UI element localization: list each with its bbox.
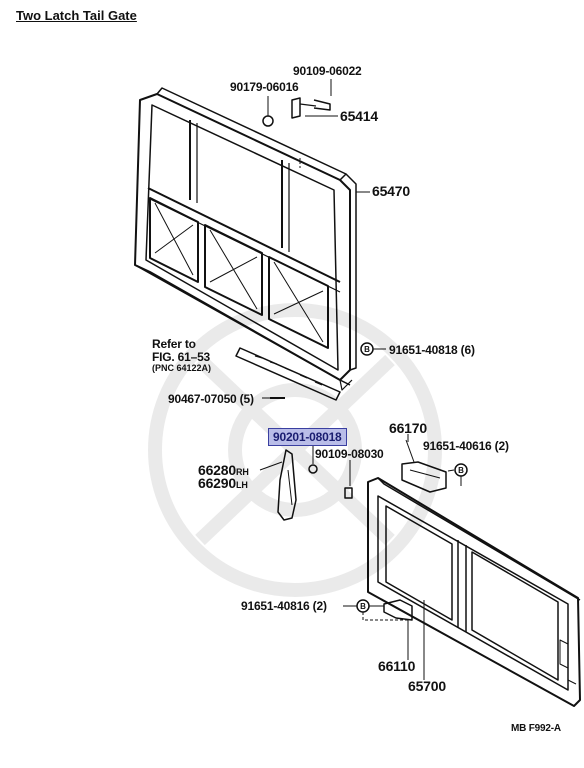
label-66280-side: RH	[235, 467, 249, 477]
label-66290-side: LH	[235, 480, 248, 490]
latch-66170	[401, 439, 447, 493]
label-91651-40816: 91651-40816 (2)	[241, 599, 327, 613]
hinge-66110	[383, 599, 413, 621]
bolt-mark-2: B	[458, 466, 464, 475]
bolt-mark-3: B	[360, 602, 366, 611]
bolt-90109-08030	[344, 487, 353, 499]
bolt-mark-1: B	[364, 345, 370, 354]
label-66110: 66110	[378, 658, 416, 674]
label-66280-number: 66280	[198, 462, 236, 478]
label-91651-40818: 91651-40818 (6)	[389, 343, 475, 357]
hinge-65414	[262, 97, 331, 127]
washer-90201-08018	[308, 464, 318, 474]
watermark-emblem	[148, 303, 442, 597]
label-refer-line2: FIG. 61–53	[152, 350, 211, 364]
figure-code: MB F992-A	[511, 723, 561, 734]
strap-66280-66290	[277, 449, 297, 521]
label-refer-line3: (PNC 64122A)	[152, 363, 212, 373]
leader-lines	[259, 79, 462, 680]
label-66170: 66170	[389, 420, 427, 436]
label-refer-line1: Refer to	[152, 337, 196, 351]
label-90201-08018: 90201-08018	[268, 428, 347, 446]
label-90109-06022: 90109-06022	[293, 64, 362, 78]
rear-panel-65470	[134, 87, 357, 391]
label-66290-number: 66290	[198, 475, 236, 491]
label-66290: 66290LH	[198, 476, 248, 490]
label-66280: 66280RH	[198, 463, 249, 477]
label-65700: 65700	[408, 678, 446, 694]
label-65470: 65470	[372, 183, 410, 199]
label-90467-07050: 90467-07050 (5)	[168, 392, 254, 406]
tail-gate-65700	[367, 477, 581, 707]
label-90109-08030: 90109-08030	[315, 447, 384, 461]
trim-strip	[235, 347, 341, 401]
diagram-title: Two Latch Tail Gate	[16, 8, 137, 23]
label-91651-40616: 91651-40616 (2)	[423, 439, 509, 453]
highlighted-part: 90201-08018	[268, 428, 347, 446]
label-90179-06016: 90179-06016	[230, 80, 299, 94]
label-65414: 65414	[340, 108, 378, 124]
